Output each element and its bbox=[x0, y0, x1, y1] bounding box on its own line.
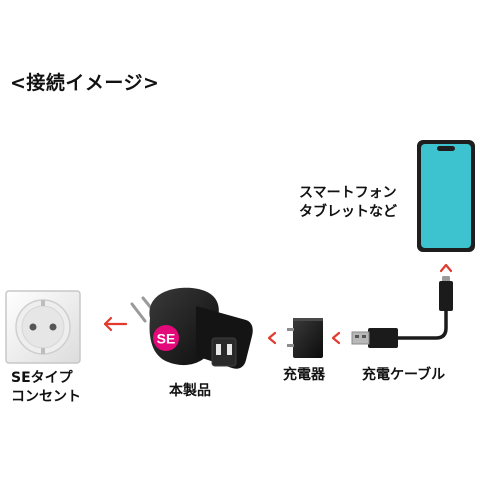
phone-icon bbox=[417, 140, 475, 252]
usb-a-plug-icon bbox=[351, 328, 398, 348]
usb-c-plug-icon bbox=[439, 276, 453, 311]
outlet-label-line2: コンセント bbox=[11, 389, 81, 405]
outlet-label: SEタイプ コンセント bbox=[11, 369, 81, 407]
charger-label: 充電器 bbox=[283, 367, 325, 383]
outlet-icon bbox=[5, 290, 81, 364]
arrow-icon bbox=[103, 316, 128, 332]
product-badge-text: SE bbox=[157, 331, 176, 347]
cable-label: 充電ケーブル bbox=[362, 367, 446, 383]
arrow-icon bbox=[267, 331, 277, 345]
arrow-icon bbox=[439, 263, 453, 273]
outlet-label-line1: SEタイプ bbox=[11, 370, 73, 386]
adapter-icon: SE bbox=[130, 287, 253, 369]
phone-label-line2: タブレットなど bbox=[299, 204, 397, 220]
product-label: 本製品 bbox=[169, 383, 211, 399]
product-badge bbox=[153, 325, 179, 351]
arrow-icon bbox=[331, 331, 341, 345]
page-title: <接続イメージ> bbox=[10, 72, 160, 94]
phone-label-line1: スマートフォン bbox=[299, 185, 397, 201]
phone-label: スマートフォン タブレットなど bbox=[299, 184, 397, 222]
charger-icon bbox=[287, 318, 323, 358]
